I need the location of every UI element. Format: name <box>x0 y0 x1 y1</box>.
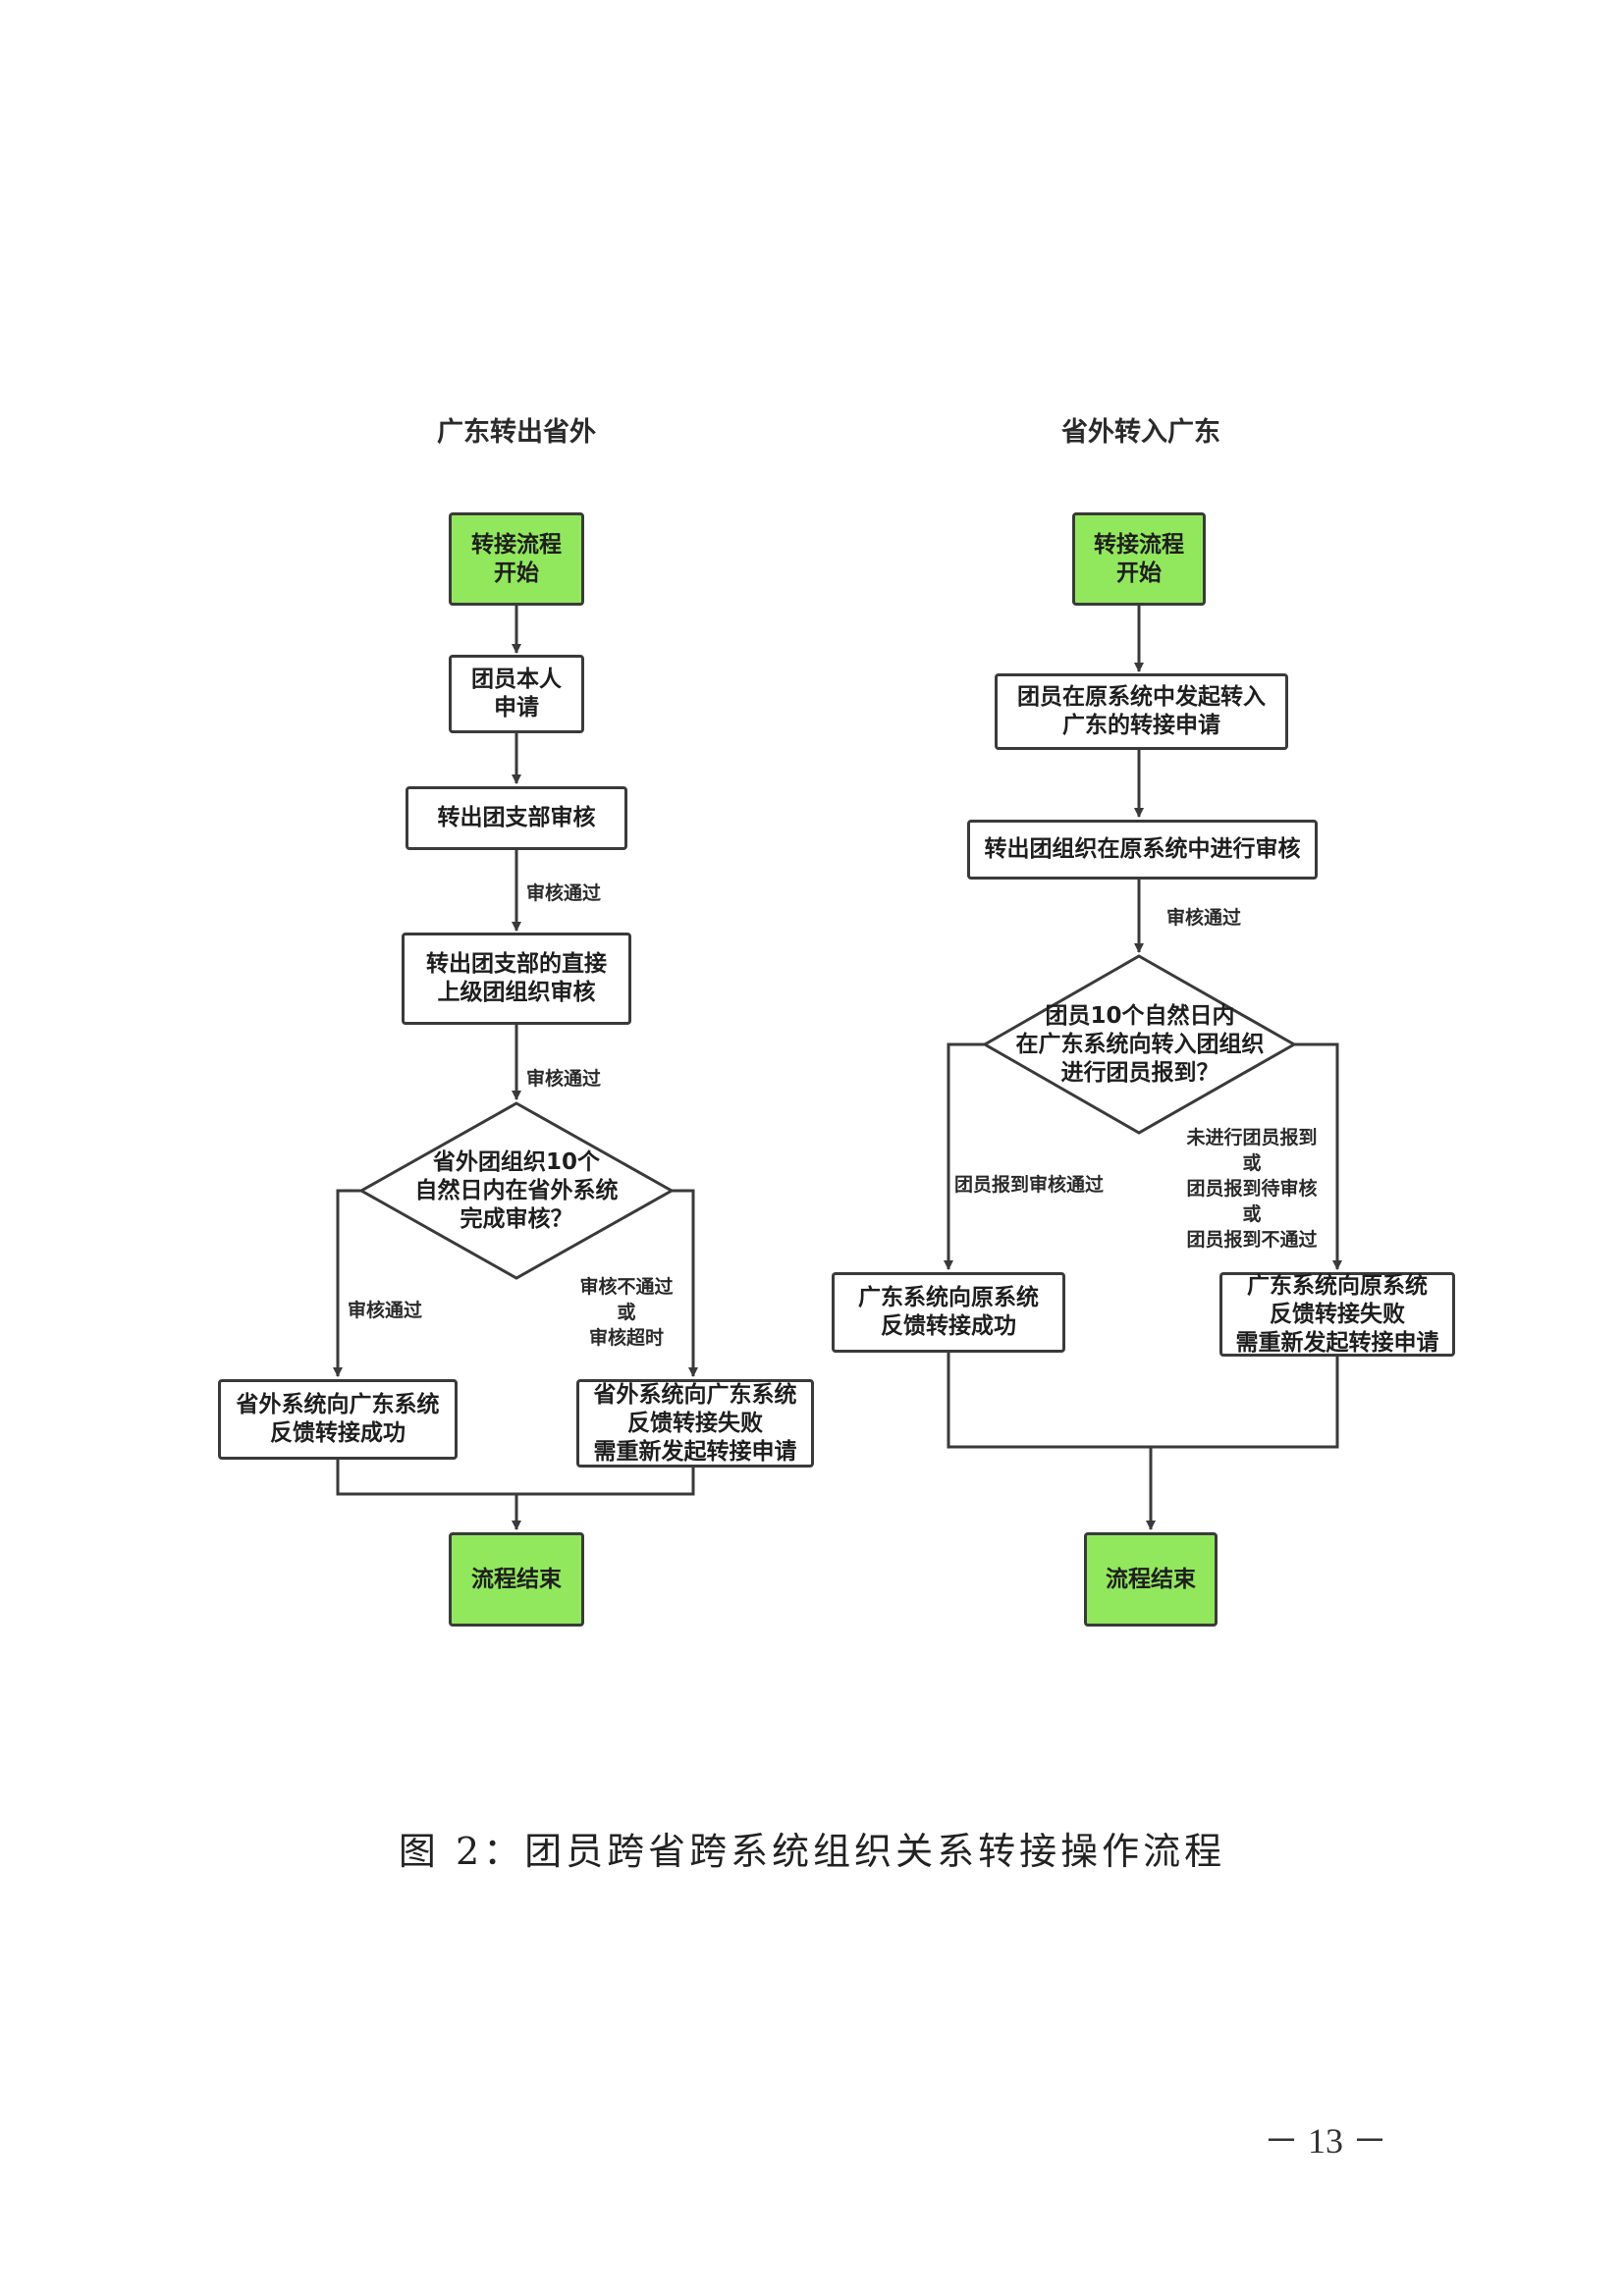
figure-caption: 图 2：团员跨省跨系统组织关系转接操作流程 <box>398 1830 1226 1873</box>
connector-right-merge <box>947 1353 1339 1449</box>
left-pass-label-1: 审核通过 <box>526 882 602 904</box>
left-fail-node: 省外系统向广东系统 反馈转接失败 需重新发起转接申请 <box>576 1379 814 1468</box>
right-success-node: 广东系统向原系统 反馈转接成功 <box>832 1272 1065 1353</box>
right-review-node: 转出团组织在原系统中进行审核 <box>967 820 1318 880</box>
connector-right-decision-fail <box>1294 1042 1342 1270</box>
right-decision-diamond <box>981 954 1298 1135</box>
left-success-node: 省外系统向广东系统 反馈转接成功 <box>218 1379 458 1460</box>
right-start-node: 转接流程 开始 <box>1072 512 1206 606</box>
left-decision-text: 省外团组织10个 自然日内在省外系统 完成审核？ <box>414 1148 619 1232</box>
right-fail-node: 广东系统向原系统 反馈转接失败 需重新发起转接申请 <box>1219 1272 1455 1357</box>
right-apply-node: 团员在原系统中发起转入 广东的转接申请 <box>995 673 1288 750</box>
left-apply-node: 团员本人 申请 <box>449 655 584 733</box>
page-number: － 13 － <box>1263 2121 1387 2161</box>
left-decision-diamond <box>357 1101 676 1280</box>
left-yes-label: 审核通过 <box>348 1300 423 1321</box>
right-no-label: 未进行团员报到 或 团员报到待审核 或 团员报到不通过 <box>1186 1127 1318 1251</box>
right-yes-label: 团员报到审核通过 <box>954 1174 1105 1196</box>
connector-right-decision-success <box>944 1042 985 1270</box>
connector-left-decision-success <box>333 1189 361 1377</box>
right-decision-text: 团员10个自然日内 在广东系统向转入团组织 进行团员报到？ <box>1015 1002 1265 1086</box>
connector-left-decision-fail <box>672 1189 698 1377</box>
right-end-node: 流程结束 <box>1084 1532 1218 1627</box>
right-flow-title: 省外转入广东 <box>1061 417 1220 448</box>
left-start-node: 转接流程 开始 <box>449 512 584 606</box>
left-flow-title: 广东转出省外 <box>437 417 596 448</box>
right-pass-label: 审核通过 <box>1166 907 1242 929</box>
left-branch-review-node: 转出团支部审核 <box>406 786 627 850</box>
left-no-label: 审核不通过 或 审核超时 <box>579 1276 674 1349</box>
left-upper-review-node: 转出团支部的直接 上级团组织审核 <box>402 933 631 1025</box>
left-pass-label-2: 审核通过 <box>526 1068 602 1090</box>
left-end-node: 流程结束 <box>449 1532 584 1627</box>
